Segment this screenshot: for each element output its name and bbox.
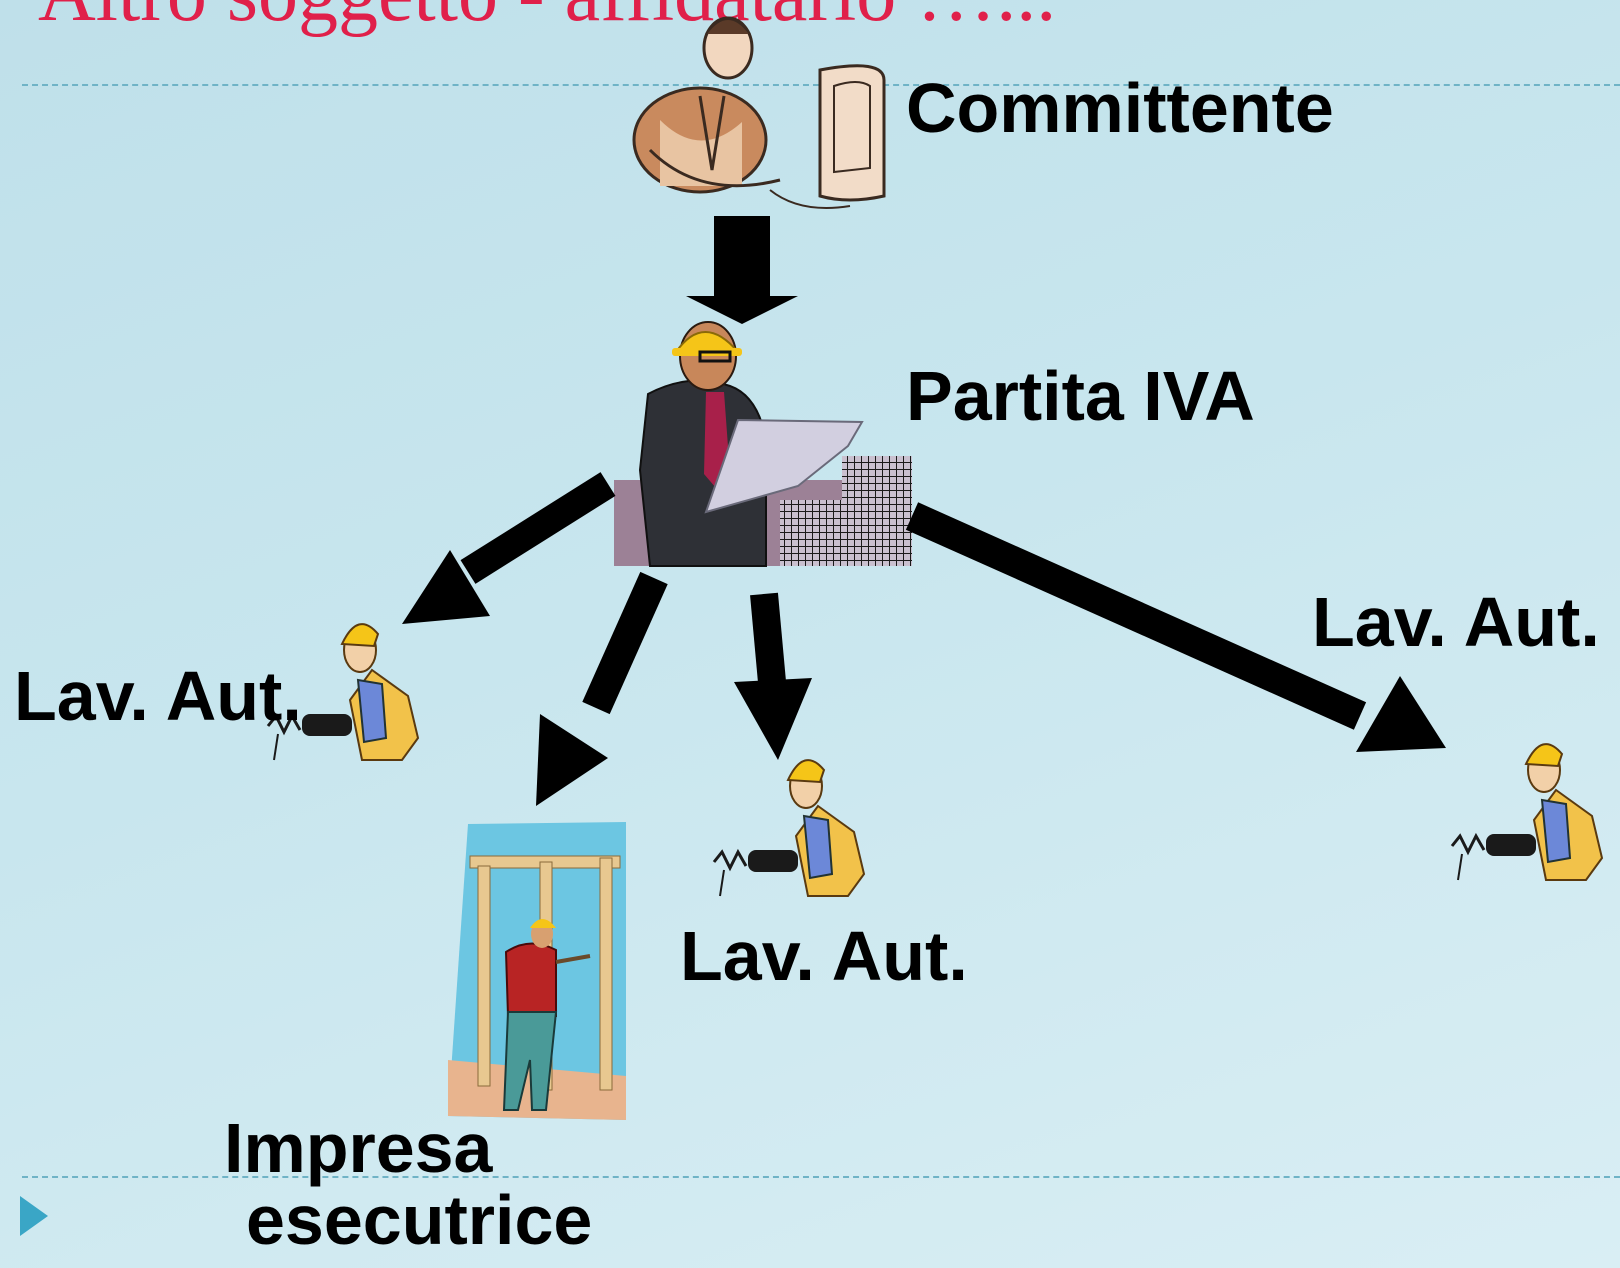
arrow-to-lav-aut-right <box>905 502 1446 752</box>
arrow-committente-to-partita-iva <box>686 216 798 324</box>
driller-worker-icon <box>712 759 866 897</box>
label-lav-aut-right: Lav. Aut. <box>1312 583 1600 661</box>
label-lav-aut-center: Lav. Aut. <box>680 917 968 995</box>
slide-title: Altro soggetto - affidatario …... <box>38 0 1056 34</box>
carpenter-framing-icon <box>448 822 626 1120</box>
label-lav-aut-left: Lav. Aut. <box>14 657 302 735</box>
label-committente: Committente <box>906 69 1334 147</box>
label-impresa-line1: Impresa <box>224 1109 493 1187</box>
label-impresa-esecutrice: Impresa esecutrice <box>224 1112 664 1256</box>
businessman-at-computer-icon <box>632 16 886 209</box>
driller-worker-icon <box>266 623 420 761</box>
bottom-divider <box>22 1176 1620 1178</box>
bullet-triangle-icon <box>20 1196 48 1236</box>
site-engineer-icon <box>614 321 912 567</box>
driller-worker-icon <box>1450 743 1604 881</box>
arrow-to-lav-aut-left <box>402 472 616 624</box>
arrow-to-impresa <box>536 571 668 806</box>
arrow-to-lav-aut-center <box>734 592 812 760</box>
label-impresa-line2: esecutrice <box>246 1181 593 1259</box>
label-partita-iva: Partita IVA <box>906 357 1255 435</box>
